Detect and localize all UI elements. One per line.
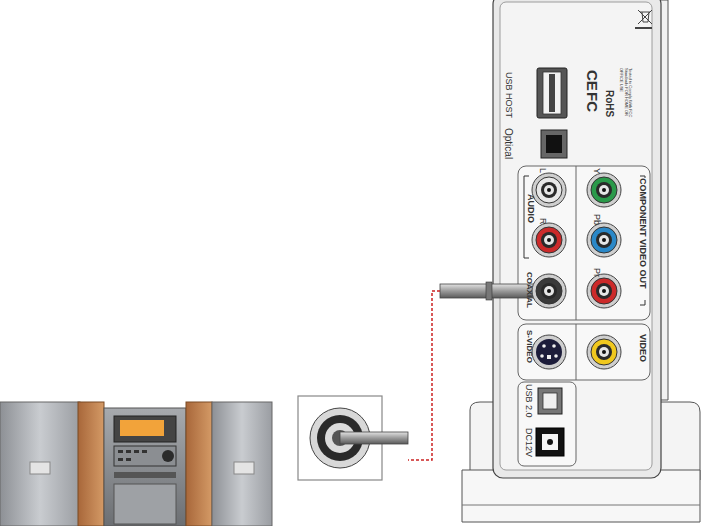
jack-body [596, 182, 612, 198]
port-label: COAXIAL [524, 272, 533, 308]
jack-rim [587, 223, 621, 257]
jack-body [541, 283, 557, 299]
jack-body [541, 182, 557, 198]
jack-ring [536, 177, 562, 203]
jack-pin [547, 238, 551, 242]
rca-jack [532, 223, 566, 257]
port-label: Pb [591, 214, 601, 225]
jack-pin [547, 289, 551, 293]
s-video-pin [554, 354, 558, 358]
port-label: Y [591, 168, 601, 174]
port-label: COMPONENT VIDEO OUT [637, 178, 647, 289]
port-label: Optical [503, 128, 514, 159]
port-label: Tested to Comply With FCC Standards FOR … [619, 68, 632, 128]
s-video-key [547, 355, 551, 359]
usb-host-port [537, 68, 567, 118]
jack-sleeve [599, 286, 609, 296]
mini-stereo-system [0, 402, 272, 526]
port-label: AUDIO [525, 194, 535, 223]
jack-rim [532, 223, 566, 257]
jack-sleeve [599, 347, 609, 357]
jack-rim [587, 274, 621, 308]
jack-pin [602, 188, 606, 192]
port-label: FC [584, 92, 601, 112]
usb-device-port [538, 388, 562, 414]
port-label: RoHS [604, 90, 615, 117]
jack-ring [536, 278, 562, 304]
jack-body [596, 283, 612, 299]
jack-pin [602, 350, 606, 354]
group-bracket [524, 176, 645, 305]
jack-rim [587, 173, 621, 207]
port-label: USB 2.0 [523, 384, 533, 418]
s-video-port [532, 335, 566, 369]
jack-ring [536, 227, 562, 253]
port-label: L [537, 168, 547, 173]
jack-body [541, 232, 557, 248]
jack-sleeve [544, 235, 554, 245]
jack-rim [587, 335, 621, 369]
port-label: DC12V [523, 428, 533, 457]
s-video-body [536, 339, 562, 365]
optical-port [541, 130, 567, 158]
jack-rim [532, 274, 566, 308]
rca-jack [532, 173, 566, 207]
s-video-pin [540, 354, 544, 358]
s-video-rim [532, 335, 566, 369]
jack-ring [591, 339, 617, 365]
rca-jack [587, 173, 621, 207]
signal-wire [408, 291, 440, 460]
jack-pin [602, 238, 606, 242]
rca-jack [587, 274, 621, 308]
rca-jacks [532, 173, 621, 369]
jack-ring [591, 177, 617, 203]
jack-ring [591, 227, 617, 253]
port-label: Pr [591, 268, 601, 277]
port-label: USB HOST [503, 72, 513, 118]
rca-jack [587, 335, 621, 369]
coaxial-input-closeup [298, 396, 408, 480]
jack-sleeve [599, 185, 609, 195]
port-label: CE [584, 70, 601, 91]
jack-sleeve [544, 286, 554, 296]
s-video-pin [542, 344, 546, 348]
dc-power-jack [536, 428, 564, 456]
jack-sleeve [599, 235, 609, 245]
jack-pin [602, 289, 606, 293]
port-label: S-VIDEO [524, 330, 533, 363]
jack-sleeve [544, 185, 554, 195]
jack-ring [591, 278, 617, 304]
weee-symbol [635, 10, 652, 28]
jack-rim [532, 173, 566, 207]
jack-pin [547, 188, 551, 192]
rca-jack [587, 223, 621, 257]
port-label: VIDEO [637, 334, 647, 362]
jack-body [596, 344, 612, 360]
rca-jack [532, 274, 566, 308]
jack-body [596, 232, 612, 248]
player-back-panel [493, 0, 661, 478]
s-video-pin [552, 344, 556, 348]
port-label: R [537, 218, 547, 225]
